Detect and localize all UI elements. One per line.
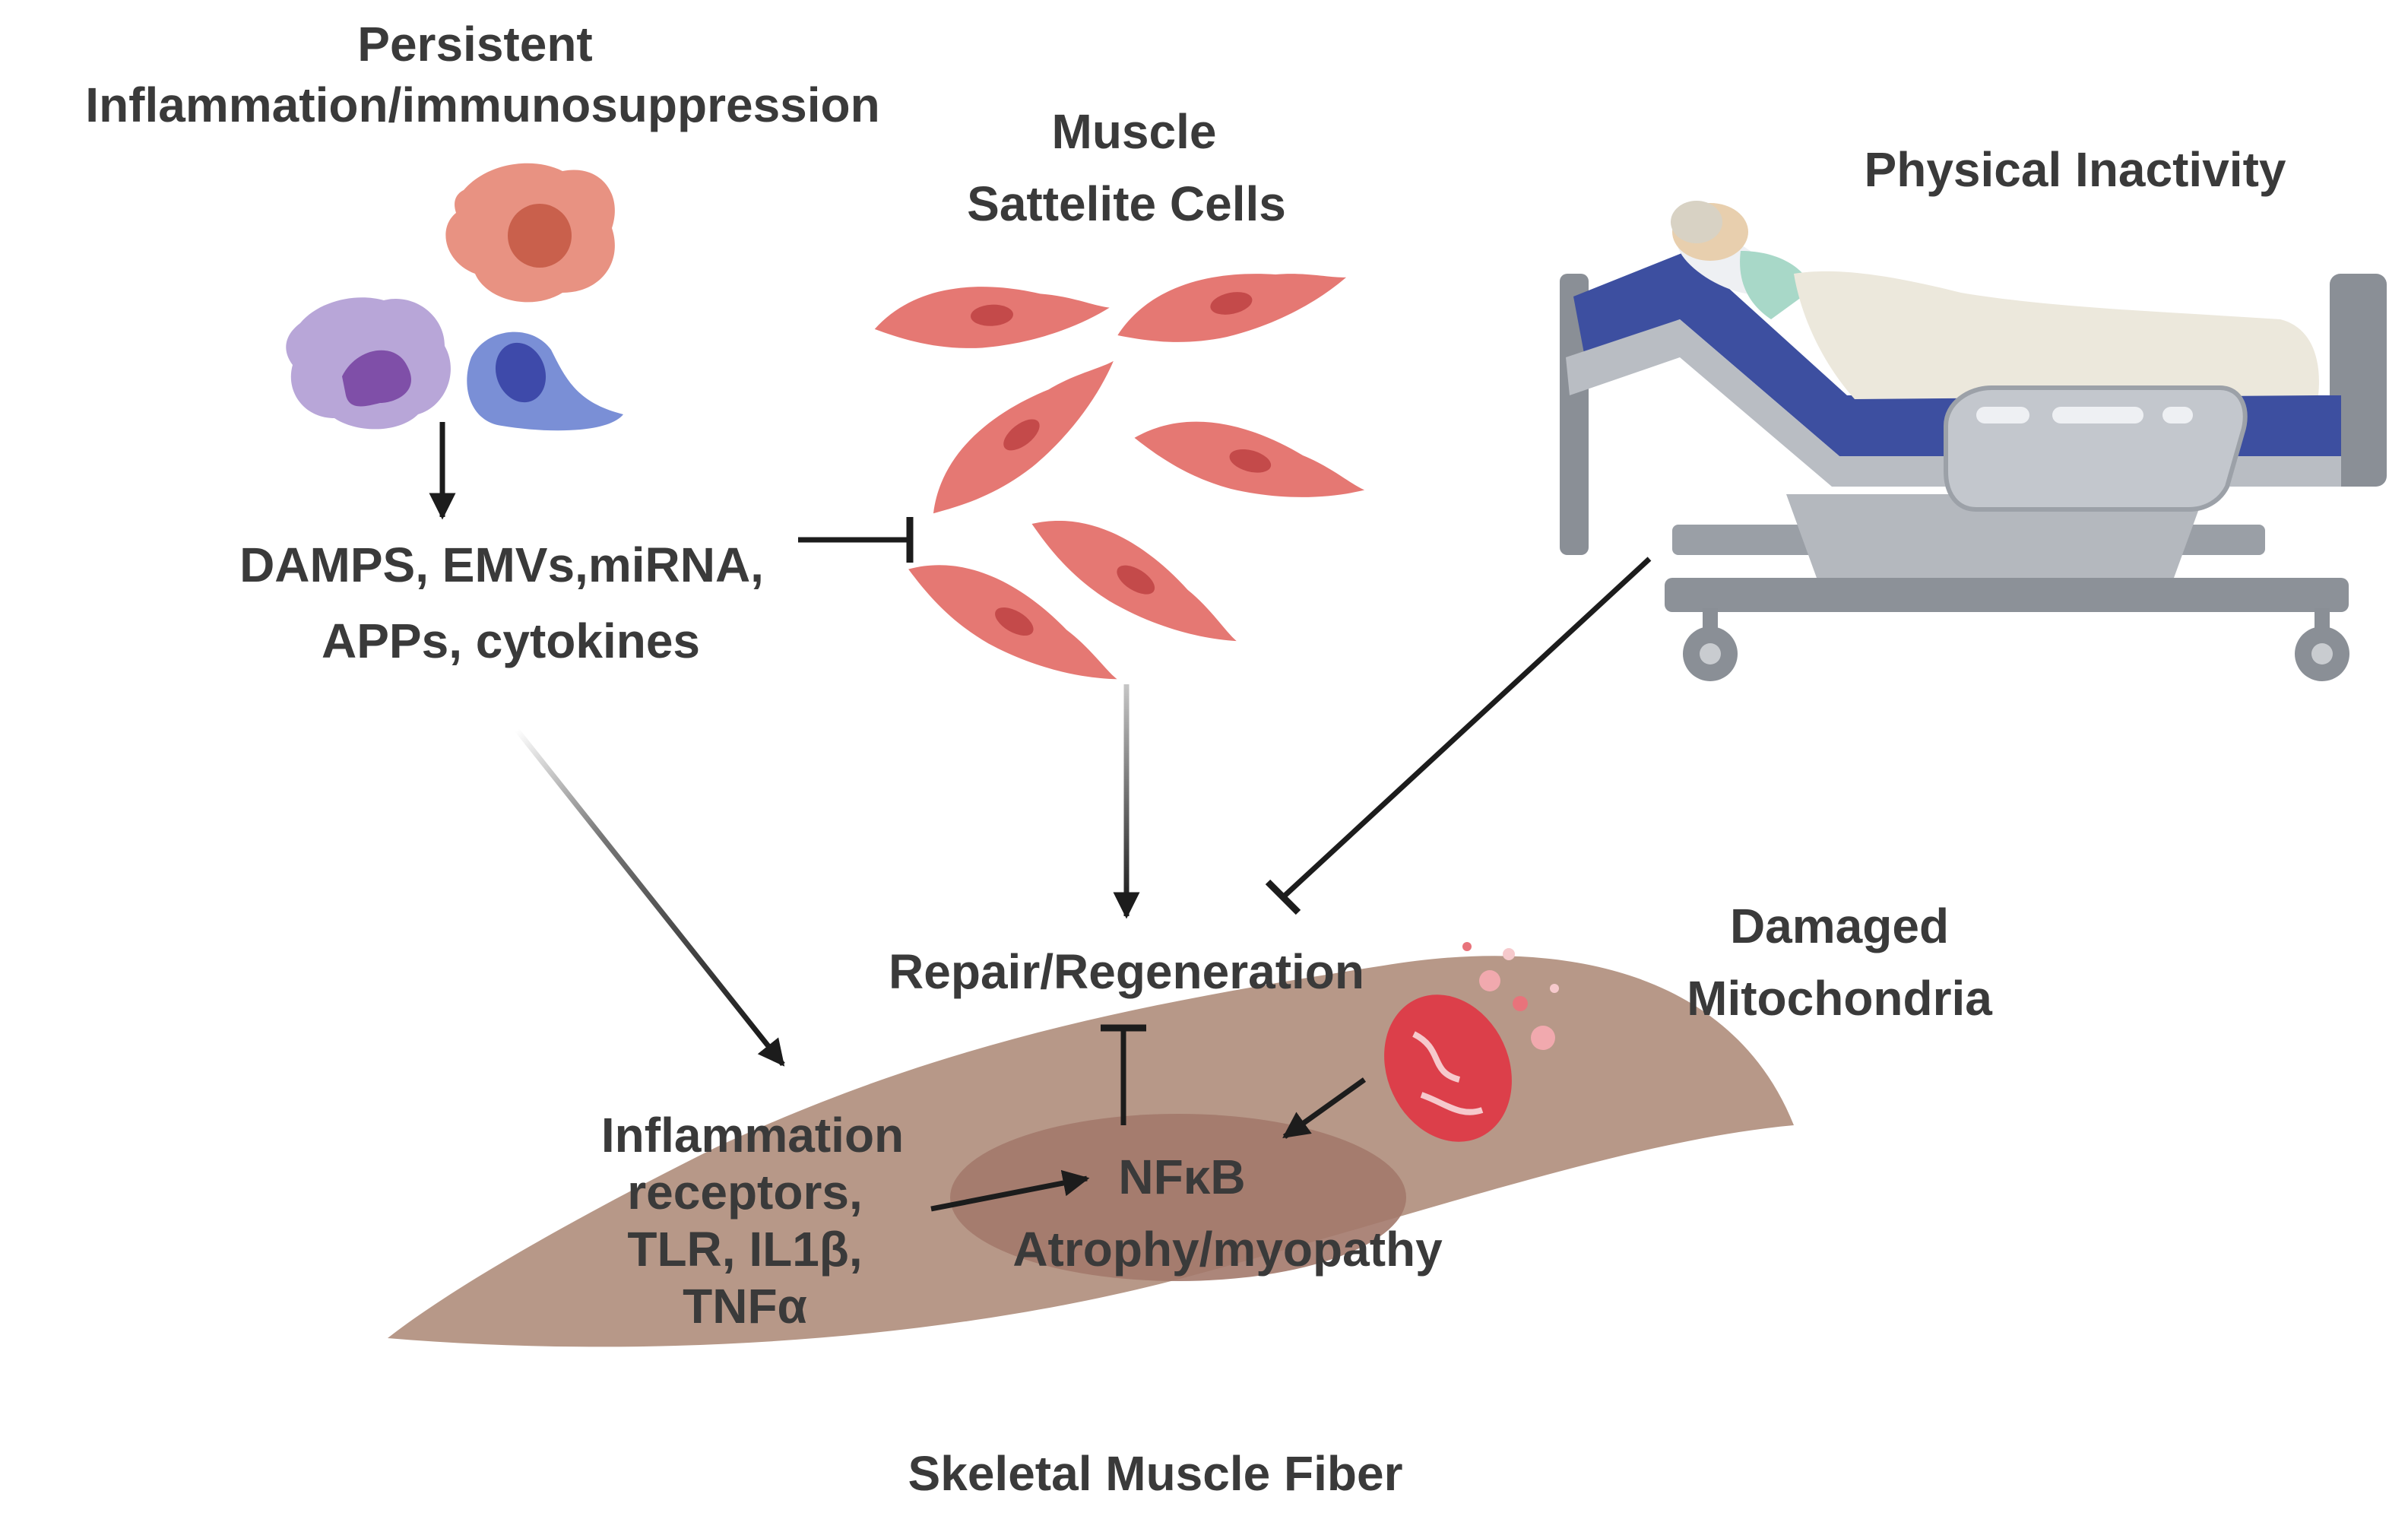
inhibit-nfkb-to-repair [1101,1024,1146,1125]
bed-side-rail [1944,385,2248,512]
fiber-nucleus [950,1114,1406,1281]
rail-slot [2052,407,2143,423]
bed-headboard [1560,274,1589,555]
arrow-mediators-to-receptors [515,728,785,1067]
satellite-title: Muscle [1052,104,1217,159]
inactivity-title: Physical Inactivity [1865,142,2286,197]
arrow-receptors-to-nfkb [930,1169,1090,1212]
mitochondrion-body [1384,994,1512,1142]
arrow-mitochondria-to-nfkb [1282,1077,1367,1139]
repair-label: Repair/Regeneration [889,944,1364,999]
mitochondria-label-line2: Mitochondria [1687,971,1992,1026]
macrophage-nucleus [508,204,572,268]
mitochondria-label: Damaged [1730,899,1949,953]
bed-wheel [2311,643,2333,665]
mito-fragment [1550,984,1559,993]
mitochondrion-cristae [1412,1031,1484,1115]
mito-fragment [1531,1026,1555,1050]
satellite-cell [1117,274,1347,342]
mito-fragment [1462,942,1472,951]
damaged-mitochondrion-icon [1384,942,1559,1142]
patient-hair [1671,201,1722,243]
bed-lower-frame [1665,578,2349,612]
nfkb-label: NFκB [1118,1150,1245,1204]
mediators-label: DAMPS, EMVs,miRNA, [239,538,764,592]
hospital-bed-patient-icon [1560,201,2387,681]
bed-wheel [1700,643,1721,665]
rail-slot [2162,407,2193,423]
satellite-cell [874,287,1110,348]
satellite-cell [908,565,1117,680]
wheel-post [1703,608,1718,631]
immune-cells-icon [286,163,623,431]
mito-fragment [1479,970,1500,991]
receptors-label-line4: TNFα [683,1279,807,1334]
inhibit-mediators-to-satellite [798,517,914,563]
inflammation-title-line2: Inflammation/immunosuppression [85,78,879,132]
muscle-fiber-icon [388,956,1794,1347]
bed-base-panel [1566,319,2341,487]
satellite-cell [1031,521,1237,642]
fiber-label: Skeletal Muscle Fiber [908,1446,1403,1501]
inflammation-title: Persistent [357,17,592,71]
patient-gown [1740,251,1813,319]
inhibit-inactivity-to-repair [1265,557,1652,915]
mito-fragment [1503,948,1515,960]
mediators-label-line2: APPs, cytokines [322,614,700,668]
receptors-label: Inflammation [601,1108,904,1163]
receptors-label-line2: receptors, [627,1165,862,1220]
satellite-title-line2: Sattelite Cells [967,176,1286,231]
satellite-cell [1134,421,1365,497]
neutrophil-nucleus [342,350,411,407]
satellite-cell [933,360,1114,514]
rail-slot [1976,407,2029,423]
atrophy-label: Atrophy/myopathy [1012,1222,1443,1277]
bed-base [1786,494,2204,578]
satellite-cells-icon [874,274,1365,680]
mito-fragment [1513,996,1528,1011]
wheel-post [2315,608,2330,631]
blanket [1794,271,2319,399]
bed-footboard [2330,274,2387,487]
receptors-label-line3: TLR, IL1β, [627,1222,862,1277]
lymphocyte-nucleus [495,342,547,403]
